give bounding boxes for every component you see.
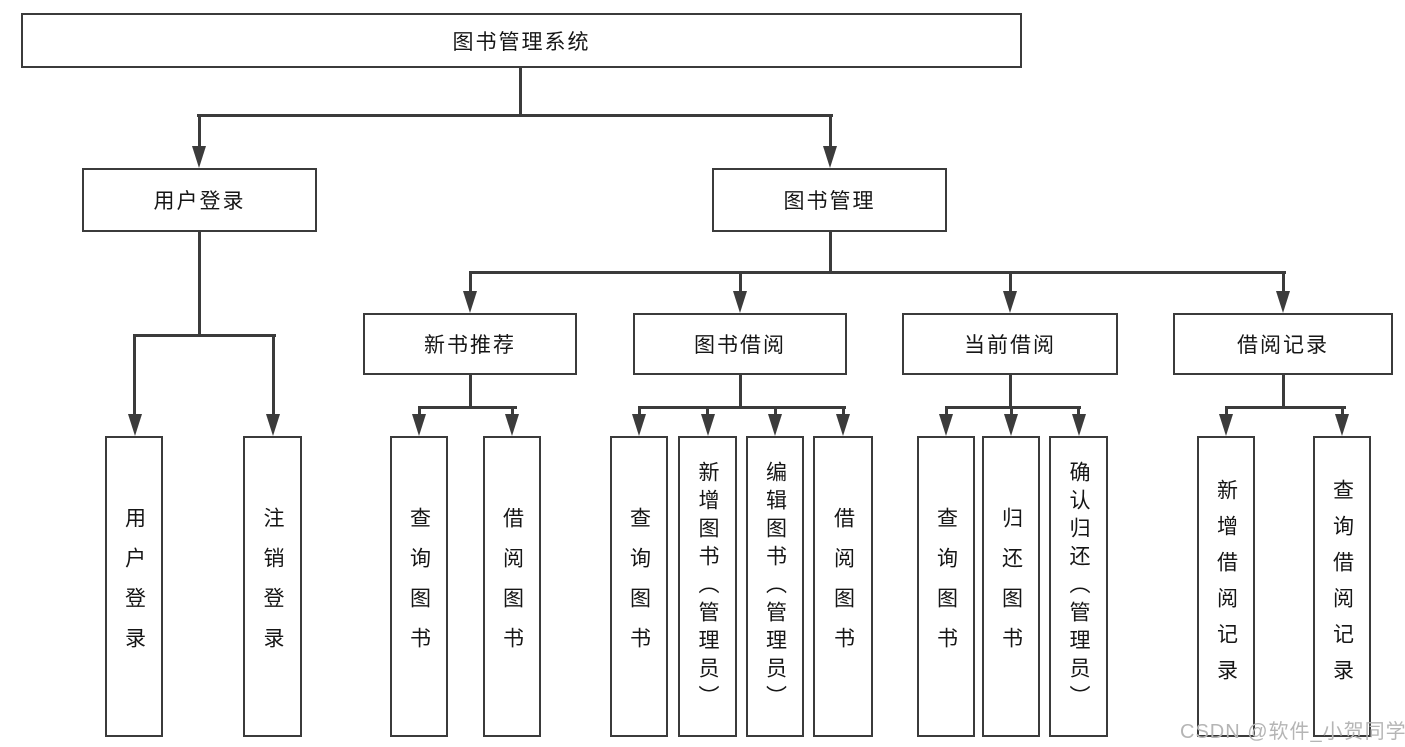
node-user-login: 用户登录 (82, 168, 317, 232)
connector-line (828, 114, 832, 150)
connector-line (468, 375, 472, 409)
leaf-query-books-recommend: 查询图书 (390, 436, 448, 737)
connector-line (706, 406, 709, 416)
connector-line (468, 271, 472, 295)
connector-line (738, 271, 742, 295)
connector-line (468, 271, 1286, 274)
arrowhead-down-icon (939, 414, 953, 436)
connector-line (518, 68, 522, 117)
leaf-borrow-books-borrowing: 借阅图书 (813, 436, 873, 737)
arrowhead-down-icon (823, 146, 837, 168)
root-node-library-system: 图书管理系统 (21, 13, 1022, 68)
arrowhead-down-icon (1219, 414, 1233, 436)
connector-line (1008, 271, 1012, 295)
arrowhead-down-icon (412, 414, 426, 436)
leaf-query-books-borrowing: 查询图书 (610, 436, 668, 737)
arrowhead-down-icon (836, 414, 850, 436)
node-book-management: 图书管理 (712, 168, 947, 232)
leaf-logout: 注销登录 (243, 436, 302, 737)
node-borrowing-records: 借阅记录 (1173, 313, 1393, 375)
leaf-add-books-admin: 新增图书（管理员） (678, 436, 737, 737)
connector-line (944, 406, 1081, 409)
arrowhead-down-icon (632, 414, 646, 436)
arrowhead-down-icon (1071, 414, 1086, 436)
connector-line (1224, 406, 1346, 409)
arrowhead-down-icon (192, 146, 206, 168)
leaf-confirm-return-admin: 确认归还（管理员） (1049, 436, 1108, 737)
connector-line (133, 334, 136, 416)
connector-line (841, 406, 845, 416)
leaf-user-login: 用户登录 (105, 436, 163, 737)
arrowhead-down-icon (1004, 414, 1018, 436)
connector-line (1077, 406, 1080, 416)
connector-line (637, 406, 846, 409)
leaf-add-borrow-record: 新增借阅记录 (1197, 436, 1255, 737)
connector-line (197, 114, 833, 117)
connector-line (1281, 271, 1285, 295)
connector-line (738, 375, 742, 409)
leaf-query-borrow-record: 查询借阅记录 (1313, 436, 1371, 737)
connector-line (1009, 406, 1013, 416)
connector-line (197, 114, 201, 150)
connector-line (828, 232, 832, 274)
arrowhead-down-icon (733, 291, 747, 313)
connector-line (1340, 406, 1344, 416)
leaf-return-books: 归还图书 (982, 436, 1040, 737)
node-new-book-recommendation: 新书推荐 (363, 313, 577, 375)
leaf-borrow-books-recommend: 借阅图书 (483, 436, 541, 737)
arrowhead-down-icon (505, 414, 519, 436)
node-current-borrowing: 当前借阅 (902, 313, 1118, 375)
connector-line (1281, 375, 1285, 409)
connector-line (133, 334, 276, 337)
leaf-edit-books-admin: 编辑图书（管理员） (746, 436, 804, 737)
arrowhead-down-icon (1003, 291, 1017, 313)
connector-line (197, 232, 201, 336)
arrowhead-down-icon (266, 414, 280, 436)
connector-line (417, 406, 517, 409)
connector-line (510, 406, 514, 416)
connector-line (773, 406, 777, 416)
connector-line (944, 406, 948, 416)
arrowhead-down-icon (463, 291, 477, 313)
arrowhead-down-icon (1276, 291, 1290, 313)
watermark: CSDN @软件_小贺同学 (1180, 721, 1405, 743)
arrowhead-down-icon (700, 414, 715, 436)
connector-line (417, 406, 421, 416)
connector-line (637, 406, 641, 416)
connector-line (271, 334, 275, 416)
arrowhead-down-icon (1335, 414, 1349, 436)
arrowhead-down-icon (127, 414, 142, 436)
connector-line (1008, 375, 1012, 409)
connector-line (1224, 406, 1228, 416)
node-book-borrowing: 图书借阅 (633, 313, 847, 375)
leaf-query-books-current: 查询图书 (917, 436, 975, 737)
arrowhead-down-icon (768, 414, 782, 436)
